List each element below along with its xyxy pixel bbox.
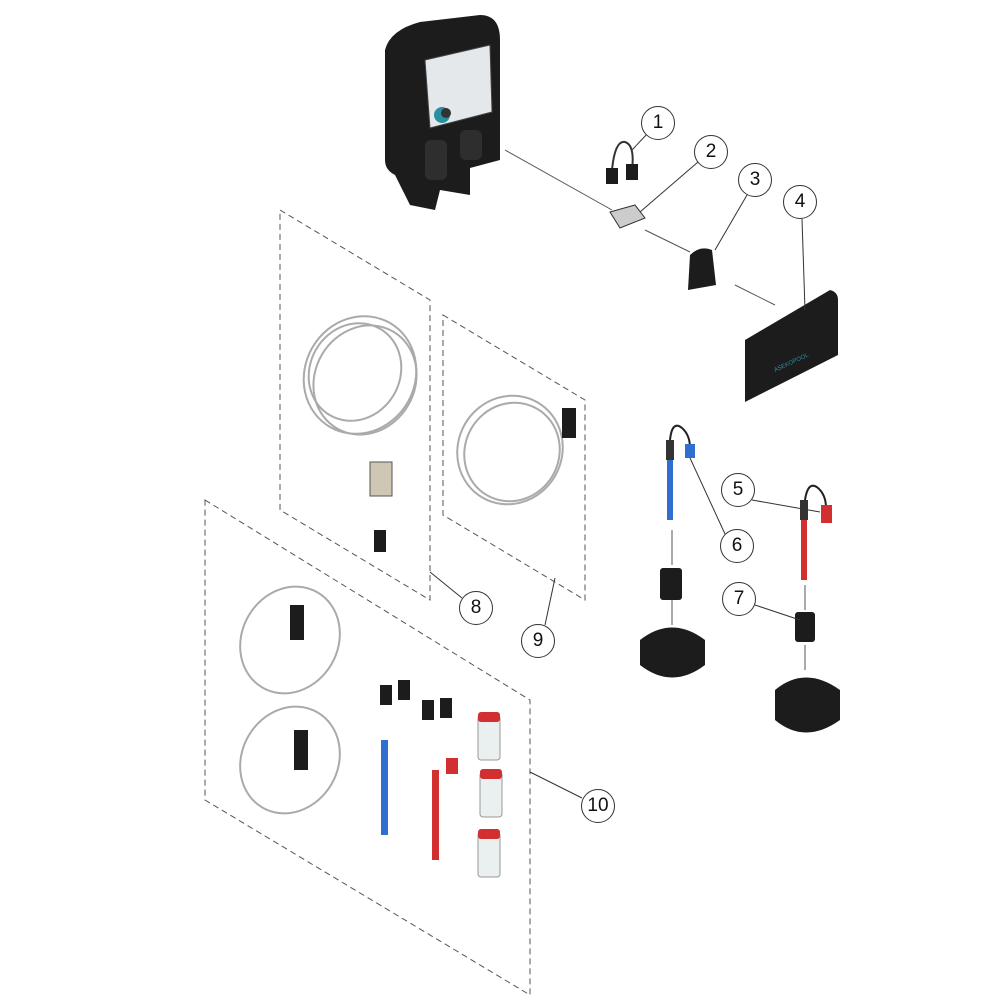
callout-1: 1 xyxy=(641,106,675,140)
callout-5: 5 xyxy=(721,473,755,507)
filter-cartridge xyxy=(369,461,393,497)
kit-panel-8 xyxy=(279,209,431,601)
tube-fitting-2 xyxy=(294,730,308,770)
tubing xyxy=(239,315,564,815)
tube-fitting-1 xyxy=(290,605,304,640)
part-1-cable xyxy=(606,140,638,184)
callout-4: 4 xyxy=(783,185,817,219)
part-2-clip xyxy=(609,204,646,229)
callout-9: 9 xyxy=(521,624,555,658)
injection-valve xyxy=(374,530,386,552)
controller-housing xyxy=(385,15,500,210)
kit-panel-9 xyxy=(442,314,586,601)
cable-connector xyxy=(562,408,576,438)
kit-probe-blue xyxy=(381,740,388,835)
callout-2: 2 xyxy=(694,135,728,169)
probe-holder-7 xyxy=(640,568,840,733)
probe-6-blue xyxy=(666,424,695,520)
leader-lines xyxy=(429,132,821,799)
kit-probe-red xyxy=(432,770,439,860)
assembly-lines xyxy=(504,149,806,670)
callout-10: 10 xyxy=(581,789,615,823)
callout-3: 3 xyxy=(738,163,772,197)
callout-8: 8 xyxy=(459,591,493,625)
part-4-front-cover xyxy=(745,290,838,402)
kit-cables xyxy=(380,680,452,720)
callout-7: 7 xyxy=(722,582,756,616)
kit-panel-10 xyxy=(204,499,531,996)
probe-5-red xyxy=(800,484,832,580)
callout-6: 6 xyxy=(720,529,754,563)
part-3-cover xyxy=(688,248,716,290)
reagent-bottles xyxy=(477,712,503,878)
